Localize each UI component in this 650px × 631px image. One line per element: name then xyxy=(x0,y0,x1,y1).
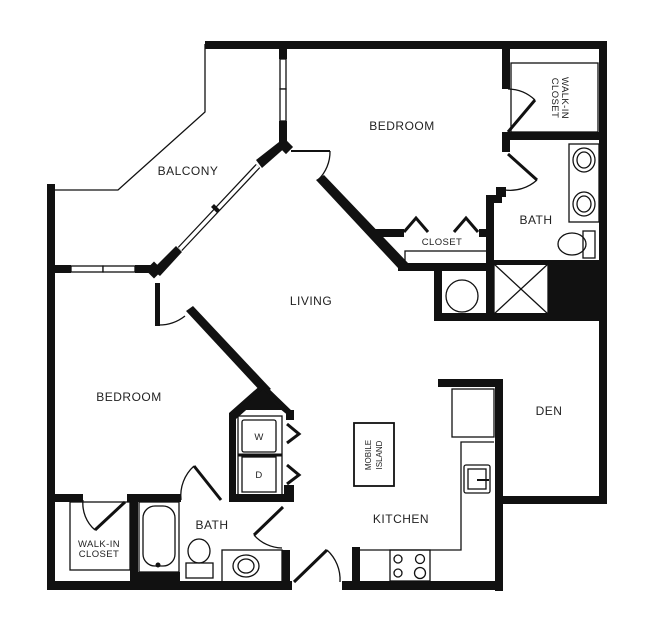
walls xyxy=(47,41,607,591)
label-walk-in-closet-top: WALK-IN CLOSET xyxy=(549,77,570,119)
label-mobile-island-line2: ISLAND xyxy=(375,440,384,469)
label-walk-in-closet-bottom-line1: WALK-IN xyxy=(78,539,120,550)
label-balcony: BALCONY xyxy=(158,164,219,178)
label-mobile-island-line1: MOBILE xyxy=(364,440,373,470)
label-bath-bottom: BATH xyxy=(195,518,228,532)
label-bedroom-top: BEDROOM xyxy=(369,119,435,133)
label-bedroom-left: BEDROOM xyxy=(96,390,162,404)
label-closet: CLOSET xyxy=(422,237,462,248)
label-walk-in-closet-top-line1: WALK-IN xyxy=(559,77,570,119)
label-kitchen: KITCHEN xyxy=(373,512,429,526)
label-living: LIVING xyxy=(290,294,332,308)
label-walk-in-closet-top-line2: CLOSET xyxy=(549,78,560,118)
label-den: DEN xyxy=(536,404,563,418)
label-washer: W xyxy=(254,432,263,443)
label-dryer: D xyxy=(255,470,262,481)
label-bath-top: BATH xyxy=(519,213,552,227)
label-mobile-island: MOBILE ISLAND xyxy=(364,440,384,470)
label-walk-in-closet-bottom-line2: CLOSET xyxy=(79,549,119,560)
